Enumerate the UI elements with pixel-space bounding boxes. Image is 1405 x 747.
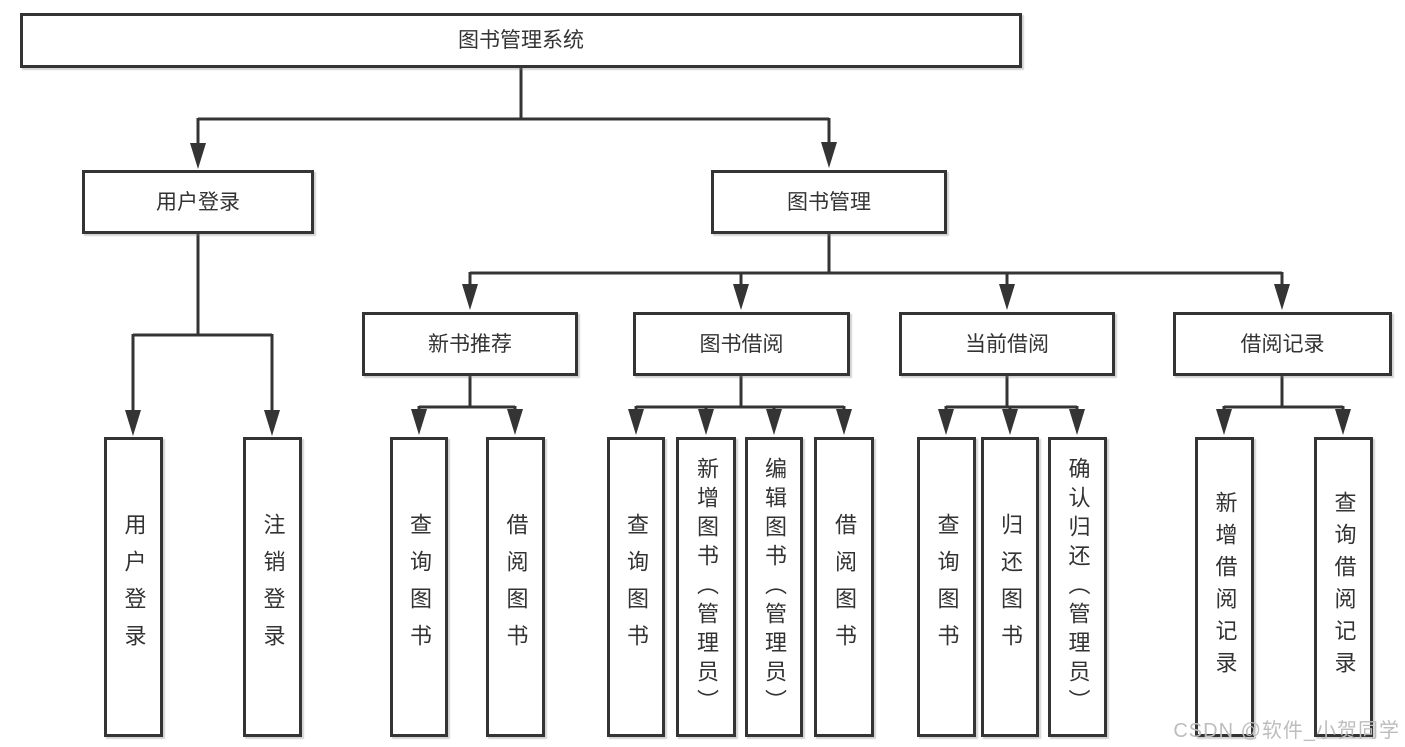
- csdn-watermark: CSDN @软件_小贺同学: [1173, 720, 1400, 742]
- node-label: 查询借阅记录: [1331, 491, 1357, 683]
- leaf-add-books-admin: 新增图书（管理员）: [676, 437, 736, 737]
- node-borrowing-records: 借阅记录: [1173, 312, 1392, 376]
- node-current-borrowing: 当前借阅: [899, 312, 1115, 376]
- arrowhead: [999, 284, 1015, 310]
- arrowhead: [1274, 284, 1290, 310]
- arrowhead: [628, 409, 644, 435]
- leaf-logout: 注销登录: [243, 437, 302, 737]
- node-book-borrowing: 图书借阅: [633, 312, 850, 376]
- node-label: 借阅图书: [832, 513, 857, 661]
- leaf-confirm-return-admin: 确认归还（管理员）: [1048, 437, 1107, 737]
- node-new-book-recommend: 新书推荐: [362, 312, 578, 376]
- leaf-user-login: 用户登录: [104, 437, 163, 737]
- arrowhead: [507, 409, 523, 435]
- leaf-query-books-recommend: 查询图书: [390, 437, 448, 737]
- arrowhead: [938, 409, 954, 435]
- node-label: 图书借阅: [699, 332, 784, 356]
- node-label: 借阅记录: [1240, 332, 1325, 356]
- edge-current-borrow-children: [944, 376, 1079, 411]
- arrowhead: [836, 409, 852, 435]
- edge-root-to-level2: [196, 68, 831, 144]
- node-label: 新增借阅记录: [1212, 491, 1238, 683]
- node-label: 注销登录: [260, 513, 286, 661]
- arrowhead: [1002, 409, 1018, 435]
- node-label: 新书推荐: [428, 332, 512, 356]
- arrowhead: [698, 409, 714, 435]
- leaf-edit-books-admin: 编辑图书（管理员）: [745, 437, 803, 737]
- arrowhead: [1335, 409, 1351, 435]
- leaf-borrow-books-recommend: 借阅图书: [486, 437, 545, 737]
- node-label: 确认归还（管理员）: [1065, 456, 1091, 718]
- edge-new-book-children: [417, 376, 517, 411]
- arrowhead: [1216, 409, 1232, 435]
- arrowhead: [1069, 409, 1085, 435]
- node-label: 用户登录: [156, 190, 240, 214]
- node-label: 借阅图书: [503, 513, 529, 661]
- leaf-add-borrow-record: 新增借阅记录: [1195, 437, 1254, 737]
- leaf-query-books-current: 查询图书: [917, 437, 976, 737]
- node-label: 查询图书: [934, 513, 960, 661]
- edge-book-management-children: [468, 234, 1284, 285]
- edge-book-borrow-children: [634, 376, 846, 411]
- node-label: 当前借阅: [965, 332, 1049, 356]
- node-label: 查询图书: [407, 513, 432, 661]
- arrowhead: [733, 284, 749, 310]
- node-label: 编辑图书（管理员）: [762, 456, 787, 718]
- node-label: 查询图书: [624, 513, 649, 661]
- edge-borrow-record-children: [1222, 376, 1345, 411]
- leaf-query-books-borrowing: 查询图书: [607, 437, 665, 737]
- arrowhead: [766, 409, 782, 435]
- node-user-login: 用户登录: [82, 170, 314, 234]
- arrowhead: [190, 143, 206, 169]
- node-library-management-system: 图书管理系统: [20, 13, 1022, 68]
- leaf-query-borrow-record: 查询借阅记录: [1314, 437, 1373, 737]
- arrowheads: [125, 142, 1351, 436]
- arrowhead: [462, 284, 478, 310]
- arrowhead: [264, 410, 280, 436]
- node-label: 用户登录: [121, 513, 147, 661]
- leaf-borrow-books-borrowing: 借阅图书: [814, 437, 874, 737]
- node-label: 图书管理系统: [458, 29, 584, 52]
- node-label: 新增图书（管理员）: [694, 456, 719, 718]
- arrowhead: [821, 142, 837, 168]
- node-book-management: 图书管理: [711, 170, 947, 234]
- leaf-return-books: 归还图书: [981, 437, 1039, 737]
- edge-user-login-children: [131, 234, 274, 410]
- node-label: 归还图书: [998, 513, 1023, 661]
- arrowhead: [411, 409, 427, 435]
- arrowhead: [125, 410, 141, 436]
- node-label: 图书管理: [787, 190, 871, 214]
